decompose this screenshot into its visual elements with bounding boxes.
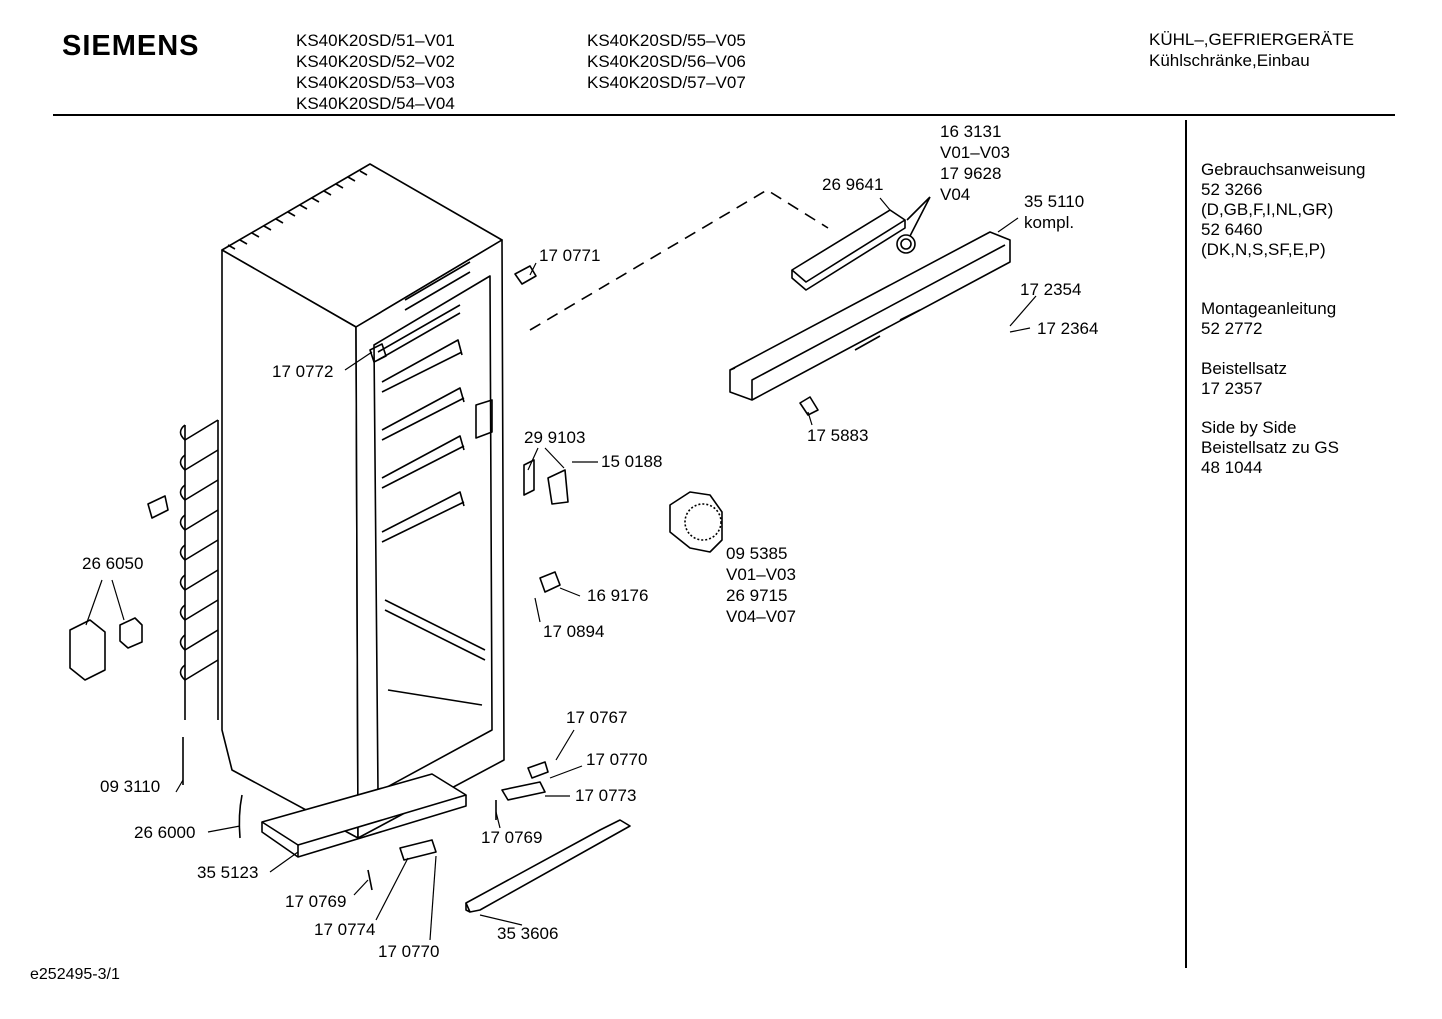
part-label: 16 9176 bbox=[587, 586, 649, 605]
part-label: 17 0773 bbox=[575, 786, 637, 805]
part-label: 26 6000 bbox=[134, 823, 196, 842]
part-label: 26 9715 bbox=[726, 586, 788, 605]
model-number: KS40K20SD/54–V04 bbox=[296, 94, 455, 113]
model-list-1: KS40K20SD/51–V01 KS40K20SD/52–V02 KS40K2… bbox=[296, 30, 455, 114]
screw bbox=[367, 869, 373, 891]
model-number: KS40K20SD/57–V07 bbox=[587, 73, 746, 92]
hinge-part-left bbox=[369, 343, 387, 363]
model-number: KS40K20SD/56–V06 bbox=[587, 52, 746, 71]
sidebar-line: Beistellsatz bbox=[1201, 359, 1287, 378]
thermostat-box bbox=[69, 619, 106, 681]
part-label: 17 2354 bbox=[1020, 280, 1082, 299]
part-label: 17 0894 bbox=[543, 622, 605, 641]
part-label: 17 0771 bbox=[539, 246, 601, 265]
leader-lines bbox=[85, 197, 1037, 941]
part-label: 15 0188 bbox=[601, 452, 663, 471]
sidebar-line: 52 6460 bbox=[1201, 220, 1263, 239]
category-line: Kühlschränke,Einbau bbox=[1149, 51, 1310, 70]
sidebar-line: 52 2772 bbox=[1201, 319, 1263, 338]
part-label: 29 9103 bbox=[524, 428, 586, 447]
part-label: 17 0769 bbox=[285, 892, 347, 911]
sidebar-installation-info: Montageanleitung 52 2772 bbox=[1201, 299, 1336, 339]
sidebar-line: 48 1044 bbox=[1201, 458, 1263, 477]
part-label: 16 3131 bbox=[940, 122, 1002, 141]
part-label: 26 9641 bbox=[822, 175, 884, 194]
part-label: 17 0770 bbox=[586, 750, 648, 769]
sidebar-side-by-side-info: Side by Side Beistellsatz zu GS 48 1044 bbox=[1201, 418, 1339, 478]
sidebar-line: Montageanleitung bbox=[1201, 299, 1337, 318]
model-number: KS40K20SD/52–V02 bbox=[296, 52, 455, 71]
sidebar-line: Gebrauchsanweisung bbox=[1201, 160, 1366, 179]
part-label: kompl. bbox=[1024, 213, 1075, 232]
brand-logo: SIEMENS bbox=[62, 30, 200, 62]
door-stop bbox=[539, 571, 561, 593]
part-label: 17 0767 bbox=[566, 708, 628, 727]
part-label: 09 5385 bbox=[726, 544, 788, 563]
assembly-connector-line bbox=[529, 189, 829, 331]
clip-part bbox=[147, 495, 169, 519]
sidebar-line: Side by Side bbox=[1201, 418, 1297, 437]
base-plate bbox=[261, 773, 467, 858]
sidebar-divider bbox=[1185, 120, 1187, 968]
header-divider bbox=[53, 114, 1395, 116]
part-label: 35 5110 bbox=[1024, 192, 1085, 211]
category-line: KÜHL–,GEFRIERGERÄTE bbox=[1149, 30, 1354, 49]
model-list-2: KS40K20SD/55–V05 KS40K20SD/56–V06 KS40K2… bbox=[587, 30, 746, 93]
sidebar-line: Beistellsatz zu GS bbox=[1201, 438, 1339, 457]
lamp-cover bbox=[547, 469, 569, 505]
part-label: 35 5123 bbox=[197, 863, 259, 882]
door-handle-bar bbox=[465, 819, 631, 913]
model-number: KS40K20SD/53–V03 bbox=[296, 73, 455, 92]
model-number: KS40K20SD/55–V05 bbox=[587, 31, 746, 50]
part-label: V04–V07 bbox=[726, 607, 796, 626]
part-label: 17 5883 bbox=[807, 426, 869, 445]
fridge-cabinet bbox=[179, 163, 505, 839]
part-label: V01–V03 bbox=[940, 143, 1010, 162]
spacer bbox=[527, 761, 549, 779]
part-label: 17 0772 bbox=[272, 362, 334, 381]
light-switch-holder bbox=[523, 459, 535, 496]
electronic-board bbox=[791, 196, 931, 291]
sidebar-line: 52 3266 bbox=[1201, 180, 1263, 199]
sidebar-line: (DK,N,S,SF,E,P) bbox=[1201, 240, 1326, 259]
category-title: KÜHL–,GEFRIERGERÄTE Kühlschränke,Einbau bbox=[1149, 29, 1354, 71]
part-label: 09 3110 bbox=[100, 777, 161, 796]
part-label: 17 0770 bbox=[378, 942, 440, 961]
hinge-bracket-top bbox=[514, 265, 537, 285]
sidebar-manual-info: Gebrauchsanweisung 52 3266 (D,GB,F,I,NL,… bbox=[1201, 160, 1365, 260]
hinge-lower bbox=[501, 781, 546, 801]
thermostat-cap bbox=[119, 617, 143, 649]
part-label: 17 2364 bbox=[1037, 319, 1099, 338]
part-label: V01–V03 bbox=[726, 565, 796, 584]
part-label: 17 9628 bbox=[940, 164, 1002, 183]
part-label: 17 0774 bbox=[314, 920, 376, 939]
model-number: KS40K20SD/51–V01 bbox=[296, 31, 455, 50]
hinge-plate bbox=[399, 839, 437, 861]
part-label: V04 bbox=[940, 185, 971, 204]
control-panel bbox=[729, 231, 1011, 416]
sidebar-line: 17 2357 bbox=[1201, 379, 1263, 398]
part-label: 26 6050 bbox=[82, 554, 144, 573]
part-label: 35 3606 bbox=[497, 924, 559, 943]
part-label: 17 0769 bbox=[481, 828, 543, 847]
sidebar-kit-info: Beistellsatz 17 2357 bbox=[1201, 359, 1287, 399]
fan-cover bbox=[669, 491, 723, 553]
sidebar-line: (D,GB,F,I,NL,GR) bbox=[1201, 200, 1334, 219]
drain-hose bbox=[238, 794, 243, 839]
document-code: e252495-3/1 bbox=[30, 966, 120, 983]
